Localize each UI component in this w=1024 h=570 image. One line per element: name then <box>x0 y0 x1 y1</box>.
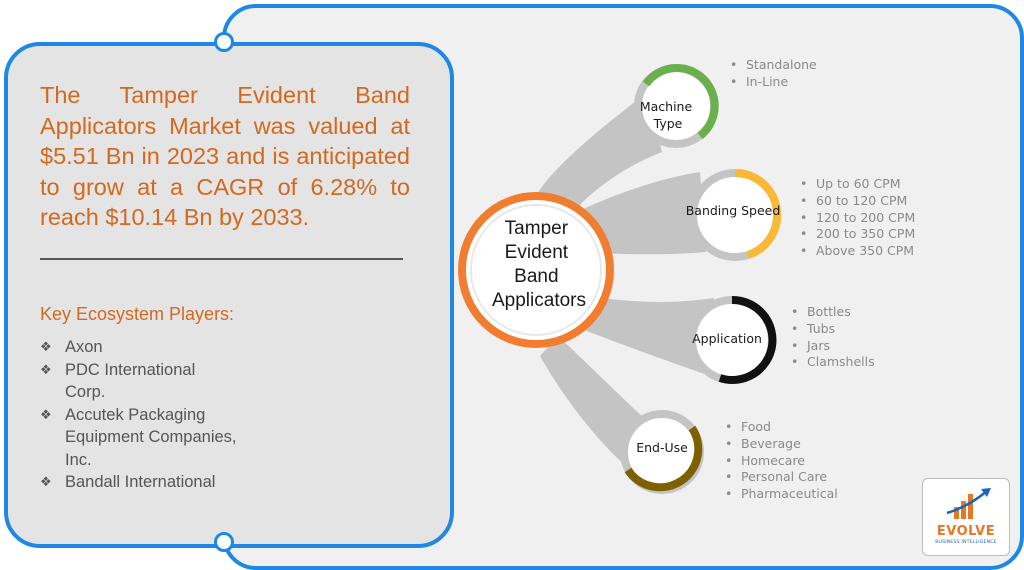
hub-label-line: Tamper <box>505 218 569 239</box>
node-machine-type-arc-top <box>642 64 677 87</box>
node-end-use-arc <box>624 425 703 492</box>
segment-item: Pharmaceutical <box>725 486 838 503</box>
top-connector-dot <box>214 32 234 52</box>
node-end-use-label: End-Use <box>636 440 688 455</box>
segment-item: Bottles <box>791 304 875 321</box>
node-label-line: Banding Speed <box>686 203 781 218</box>
segment-item: Standalone <box>730 57 817 74</box>
segment-item: Jars <box>791 338 875 355</box>
node-label-line: Machine <box>640 99 693 114</box>
segment-item: Above 350 CPM <box>800 243 915 260</box>
player-item: ❖ Bandall International <box>40 471 240 494</box>
diamond-bullet-icon: ❖ <box>40 339 52 354</box>
segment-item: Tubs <box>791 321 875 338</box>
segment-item: Homecare <box>725 453 838 470</box>
application-items: Bottles Tubs Jars Clamshells <box>791 304 875 371</box>
hub-ring <box>458 192 614 348</box>
player-item: ❖ Axon <box>40 336 240 359</box>
segment-item: 120 to 200 CPM <box>800 210 915 227</box>
branch-application <box>574 296 722 380</box>
machine-type-items: Standalone In-Line <box>730 57 817 91</box>
player-name: Bandall International <box>65 473 216 491</box>
node-application-label: Application <box>692 331 762 346</box>
node-label-line: End-Use <box>636 440 688 455</box>
logo-wordmark: EVOLVE <box>936 524 996 539</box>
diamond-bullet-icon: ❖ <box>40 406 52 422</box>
summary-divider <box>40 258 403 260</box>
segment-item: Food <box>725 419 838 436</box>
bottom-connector-dot <box>214 532 234 552</box>
segment-item: 60 to 120 CPM <box>800 193 915 210</box>
player-item: ❖ Accutek Packaging Equipment Companies, … <box>40 404 240 472</box>
hub-inner-ring <box>470 204 602 336</box>
node-label-line: Type <box>653 116 683 131</box>
end-use-items: Food Beverage Homecare Personal Care Pha… <box>725 419 838 503</box>
hub-label-line: Band <box>514 266 558 287</box>
segment-item: Beverage <box>725 436 838 453</box>
segment-item: 200 to 350 CPM <box>800 226 915 243</box>
player-name: Axon <box>65 338 103 356</box>
market-summary-text: The Tamper Evident Band Applicators Mark… <box>40 82 410 230</box>
logo-tagline: BUSINESS INTELLIGENCE <box>935 540 997 545</box>
node-machine-type-arc <box>675 63 719 140</box>
banding-speed-items: Up to 60 CPM 60 to 120 CPM 120 to 200 CP… <box>800 176 915 260</box>
hub-label-line: Applicators <box>492 290 586 311</box>
segment-item: Personal Care <box>725 469 838 486</box>
key-players-list: ❖ Axon ❖ PDC International Corp. ❖ Accutek … <box>40 336 240 494</box>
hub-label: Tamper Evident Band Applicators <box>492 218 586 311</box>
segment-item: In-Line <box>730 74 817 91</box>
player-name: Accutek Packaging Equipment Companies, I… <box>65 405 237 469</box>
node-label-line: Application <box>692 331 762 346</box>
diamond-bullet-icon: ❖ <box>40 361 52 377</box>
branch-machine-type <box>536 92 662 224</box>
growth-arrow-icon <box>946 488 991 519</box>
node-machine-type-label: Machine Type <box>640 99 696 131</box>
summary-panel <box>4 42 454 548</box>
evolve-logo: EVOLVE BUSINESS INTELLIGENCE <box>922 478 1010 556</box>
node-banding-speed-label: Banding Speed <box>686 203 781 218</box>
node-banding-speed-arc <box>734 168 782 259</box>
diamond-bullet-icon: ❖ <box>40 474 52 489</box>
node-application-arc <box>718 295 777 384</box>
hub-label-line: Evident <box>505 242 569 263</box>
segment-item: Up to 60 CPM <box>800 176 915 193</box>
branch-end-use <box>540 336 644 478</box>
key-players-title: Key Ecosystem Players: <box>40 304 235 324</box>
player-item: ❖ PDC International Corp. <box>40 359 240 404</box>
player-name: PDC International Corp. <box>65 360 196 402</box>
segment-item: Clamshells <box>791 354 875 371</box>
